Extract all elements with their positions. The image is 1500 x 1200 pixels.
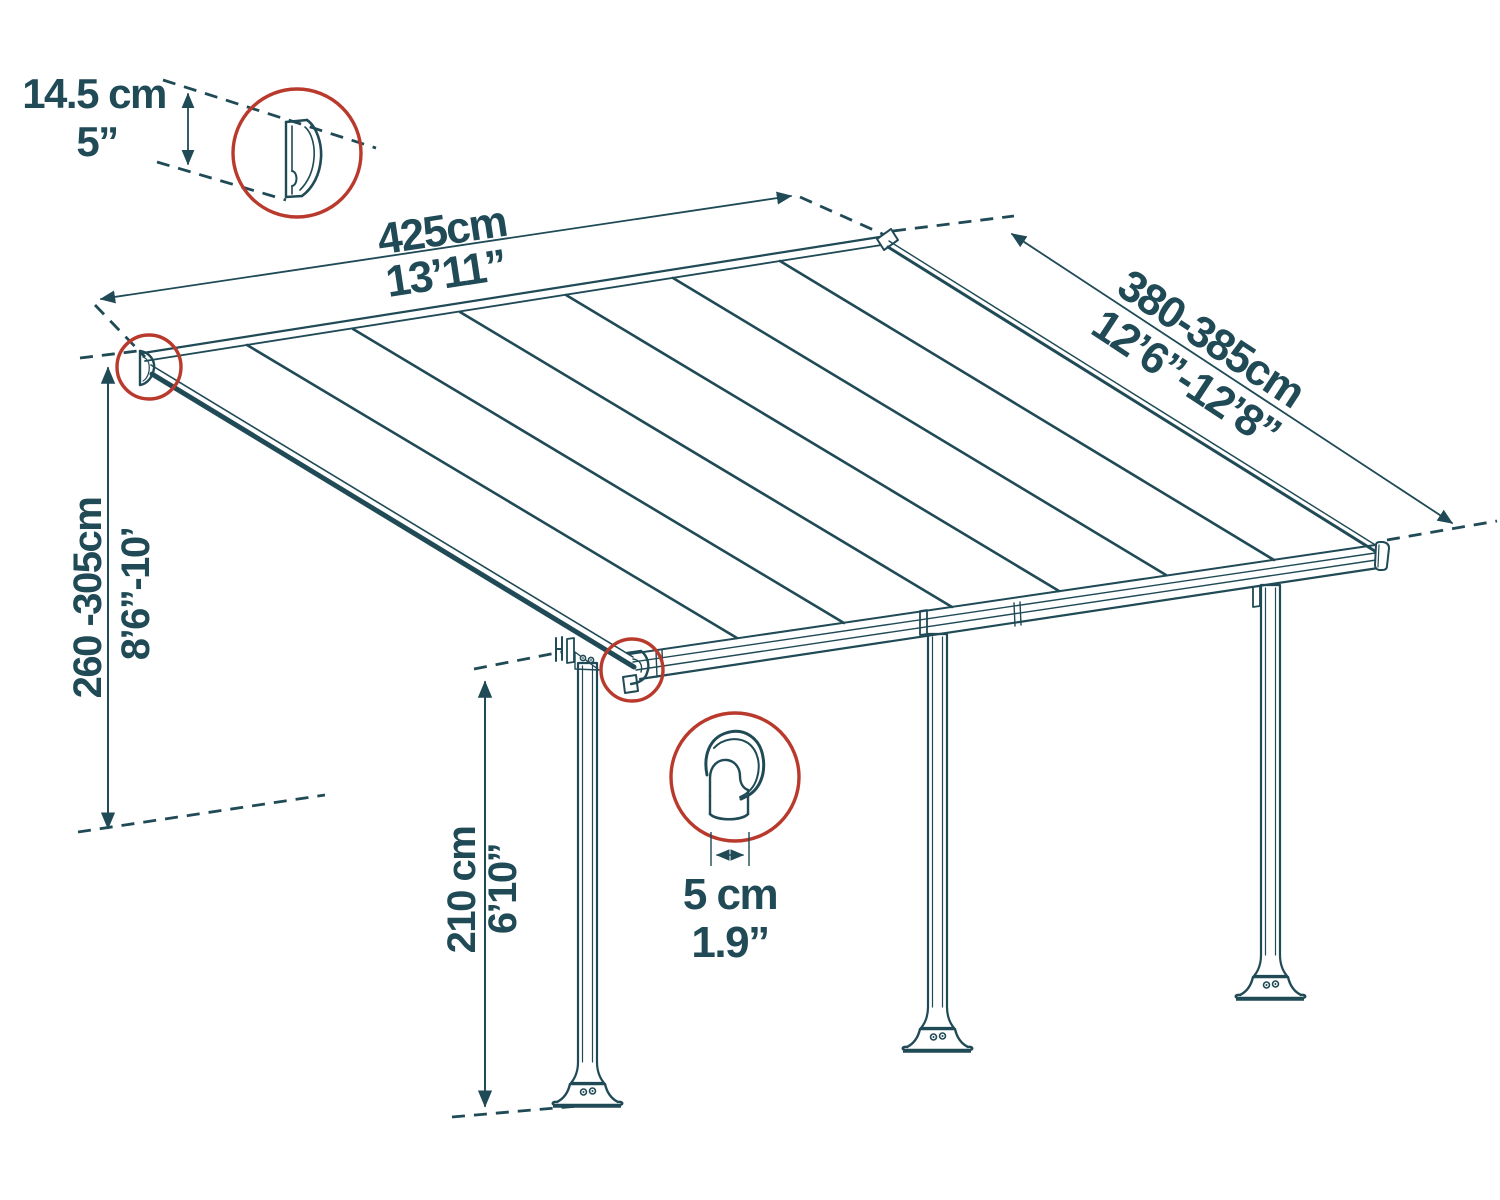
back-beam-bottom-edge: [144, 243, 889, 362]
corner-profile-width-metric-label: 5 cm: [683, 870, 777, 919]
profile-detail-projection-top: [162, 78, 377, 150]
back-beam-top-edge: [141, 234, 888, 355]
depth-extension-top: [892, 214, 1015, 233]
gutter-line-2: [632, 551, 1383, 663]
detail-circle-profile: [231, 87, 363, 219]
post-left-top-bracket: [555, 636, 600, 671]
post-left: [551, 636, 624, 1108]
left-edge-profile: [149, 371, 637, 670]
detail-corner-elbow: 5 cm 1.9”: [669, 711, 801, 967]
post-middle-top-bracket: [919, 609, 928, 636]
width-extension-right: [799, 195, 888, 238]
dimension-post-height: 210 cm 6’10”: [440, 680, 525, 1108]
post-right: [1234, 583, 1307, 1001]
post-ground-line: [451, 1102, 602, 1119]
post-left-foot: [551, 1082, 624, 1107]
gutter-line-3: [635, 558, 1384, 671]
dimension-attachment-height: 260 -305cm 8’6”-10’: [66, 366, 158, 830]
post-middle-foot: [901, 1027, 974, 1052]
profile-height-imperial-label: 5”: [76, 118, 117, 165]
width-extension-left: [93, 304, 147, 358]
depth-extension-bottom: [1386, 519, 1498, 542]
gutter-beam: [622, 541, 1390, 694]
profile-detail-projection-bottom: [156, 160, 287, 202]
profile-height-metric-label: 14.5 cm: [22, 70, 166, 117]
post-top-reference: [473, 650, 562, 671]
roof-width-arrow: [99, 191, 793, 304]
gutter-left-corner-cap: [622, 649, 650, 694]
wall-ground-line: [77, 793, 326, 834]
post-right-top-bracket: [1252, 585, 1261, 608]
attachment-height-metric-label: 260 -305cm: [66, 498, 110, 699]
wall-height-top-reference: [79, 349, 139, 360]
support-posts: [551, 583, 1307, 1108]
gutter-right-end-cap: [1374, 541, 1390, 571]
attachment-height-imperial-label: 8’6”-10’: [114, 528, 158, 661]
back-right-corner-cap: [876, 228, 899, 251]
back-left-profile-cap: [138, 349, 156, 387]
roof-structure: [138, 228, 1380, 670]
construction-dashed-lines: [77, 78, 1498, 1119]
detail-circle-elbow: [669, 711, 801, 843]
dimension-roof-width: 425cm 13’11”: [99, 191, 793, 307]
gutter-line-4: [638, 565, 1387, 681]
highlight-circle-back-left-cap: [115, 333, 183, 401]
elbow-width-extension-ticks: [710, 832, 750, 866]
gutter-profile-d-shape: [284, 118, 323, 199]
post-right-foot: [1234, 975, 1307, 1000]
corner-profile-width-imperial-label: 1.9”: [691, 918, 768, 967]
post-height-imperial-label: 6’10”: [481, 844, 525, 934]
post-height-metric-label: 210 cm: [440, 827, 484, 954]
gutter-joint-right: [1013, 601, 1022, 627]
detail-profile-height: 14.5 cm 5”: [22, 70, 363, 219]
dimension-roof-depth: 380-385cm 12’6”-12’8”: [1010, 233, 1454, 524]
post-middle: [901, 609, 974, 1053]
roof-depth-arrow: [1010, 233, 1454, 524]
highlight-circle-gutter-corner: [599, 637, 665, 703]
gutter-line-1: [629, 543, 1383, 655]
left-edge-top-line: [150, 364, 634, 658]
elbow-cap-shape: [704, 730, 766, 821]
